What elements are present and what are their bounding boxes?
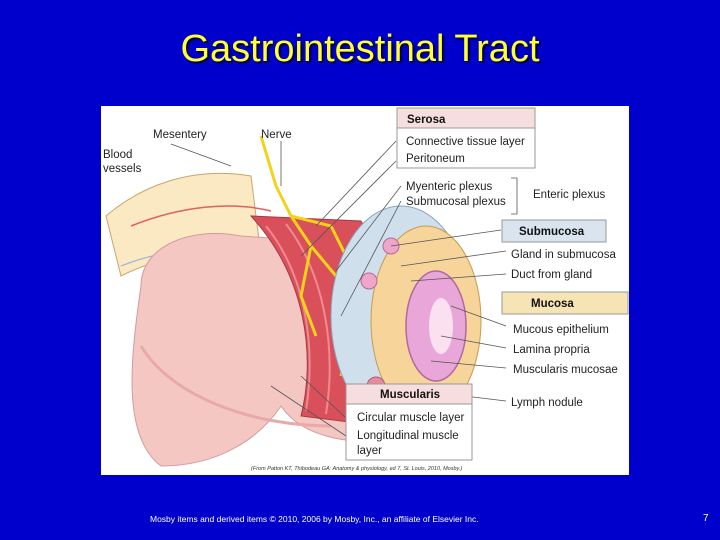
label-lymph-nodule: Lymph nodule (511, 397, 583, 409)
label-circular-muscle: Circular muscle layer (357, 412, 465, 424)
label-myenteric-plexus: Myenteric plexus (406, 181, 493, 193)
header-submucosa: Submucosa (519, 226, 585, 238)
label-blood-vessels-2: vessels (103, 163, 142, 175)
label-submucosal-plexus: Submucosal plexus (406, 196, 506, 208)
label-gland: Gland in submucosa (511, 249, 616, 261)
label-connective-tissue: Connective tissue layer (406, 136, 525, 148)
label-longitudinal-muscle-1: Longitudinal muscle (357, 430, 459, 442)
label-muscularis-mucosae: Muscularis mucosae (513, 364, 618, 376)
label-longitudinal-muscle-2: layer (357, 445, 382, 457)
figure-credit: (From Patton KT, Thibodeau GA: Anatomy &… (251, 466, 462, 472)
slide-title: Gastrointestinal Tract (180, 28, 540, 70)
label-nerve: Nerve (261, 129, 292, 141)
header-mucosa: Mucosa (531, 298, 574, 310)
copyright-footer: Mosby items and derived items © 2010, 20… (150, 514, 479, 524)
header-serosa: Serosa (407, 114, 446, 126)
header-muscularis: Muscularis (380, 389, 440, 401)
label-lamina-propria: Lamina propria (513, 344, 590, 356)
label-duct: Duct from gland (511, 269, 592, 281)
gi-tract-diagram: Blood vessels Mesentery Nerve Serosa Con… (101, 106, 629, 475)
label-enteric-plexus: Enteric plexus (533, 189, 605, 201)
label-mesentery: Mesentery (153, 129, 207, 141)
page-number: 7 (703, 513, 709, 524)
label-peritoneum: Peritoneum (406, 153, 465, 165)
label-blood-vessels-1: Blood (103, 149, 132, 161)
label-mucous-epithelium: Mucous epithelium (513, 324, 609, 336)
